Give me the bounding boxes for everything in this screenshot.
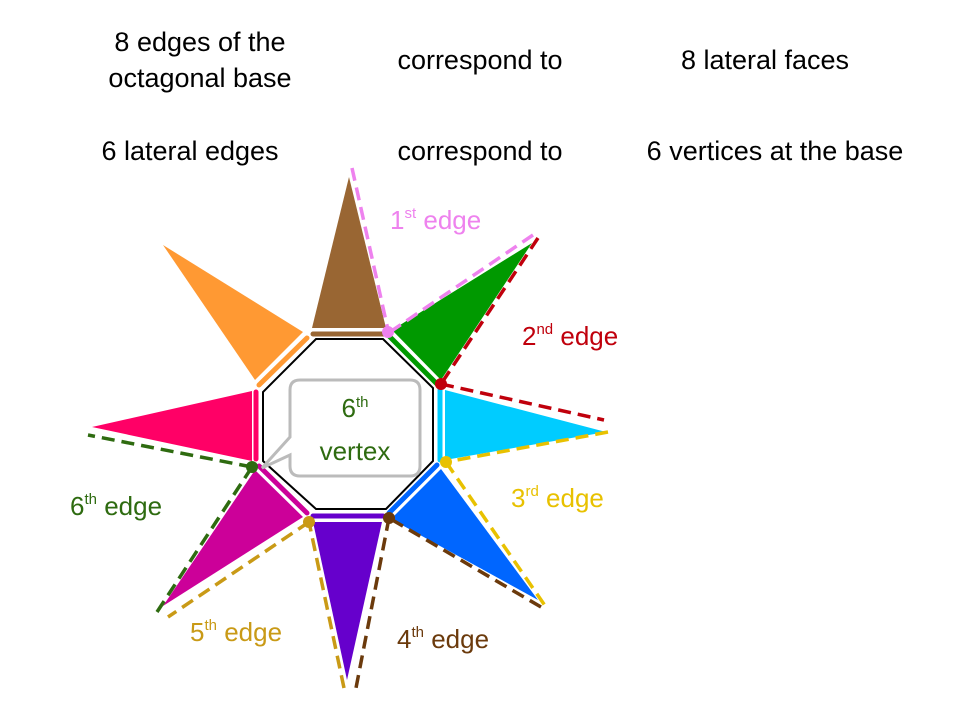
vertex-1-dot [382,326,394,338]
base-edge-top-right [386,333,440,387]
edge-label-2-sup: nd [536,321,553,338]
edge-label-1-sup: st [404,205,417,222]
edge-label-2-num: 2 [522,321,536,351]
edge3-dash-a [445,430,609,464]
face-bottom-right [391,469,538,600]
callout-sup: th [356,394,369,411]
edge2-dash-a [439,237,540,385]
vertex-4-dot [383,512,395,524]
header-lateral-faces: 8 lateral faces [680,45,850,75]
face-bottom [313,522,382,680]
edge-label-6-word: edge [97,491,162,521]
header-lateral-edges: 6 lateral edges [101,136,279,166]
callout-num: 6 [342,393,356,423]
vertex-6-dot [246,461,258,473]
edge-label-4-num: 4 [397,624,411,654]
face-right [445,390,606,460]
edge4-dash-a [388,516,542,609]
edge4-dash-b [354,517,391,689]
edge-label-4-sup: th [411,624,424,641]
edge-label-6-sup: th [84,491,97,508]
callout-line1: 6th [342,393,369,423]
edge6-dash-a [155,466,254,613]
edge-label-5-word: edge [217,617,282,647]
face-left [92,391,252,461]
base-edge-bottom-left [256,463,310,516]
edge-label-3-word: edge [539,483,604,513]
face-bottom-left [163,470,303,606]
header-base-edges-line2: octagonal base [108,63,292,93]
edge-label-3-sup: rd [525,483,538,500]
edge2-dash-b [440,382,605,422]
edge-label-2: 2nd edge [522,321,618,351]
header-base-edges: 8 edges of the octagonal base [70,24,330,96]
header-base-vertices: 6 vertices at the base [646,136,904,166]
edge-label-5-num: 5 [190,617,204,647]
edge-label-6: 6th edge [70,491,162,521]
edge-label-5-sup: th [204,617,217,634]
edge-label-3: 3rd edge [511,483,604,513]
base-edge-top-left [256,335,310,388]
vertex-callout-bubble [260,378,422,478]
face-top-right [392,243,532,380]
edge-label-1-word: edge [416,205,481,235]
header-base-edges-line1: 8 edges of the [114,27,286,57]
edge-label-1: 1st edge [390,205,481,235]
vertex-3-dot [440,456,452,468]
vertex-5-dot [303,516,315,528]
edge-label-4-word: edge [424,624,489,654]
edge-label-1-num: 1 [390,205,404,235]
edge5-dash-b [167,520,310,619]
edge-label-2-word: edge [553,321,618,351]
callout-line2: vertex [320,436,391,466]
edge6-dash-b [87,433,253,469]
vertex-2-dot [435,378,447,390]
header-correspond-1: correspond to [397,45,563,75]
face-top [312,177,386,328]
edge5-dash-a [307,521,346,689]
face-top-left [163,245,303,380]
edge-label-4: 4th edge [397,624,489,654]
edge3-dash-b [444,461,550,611]
edge1-dash-b [389,233,534,334]
edge1-dash-a [350,167,390,331]
edge-label-3-num: 3 [511,483,525,513]
edge-label-5: 5th edge [190,617,282,647]
edge-label-6-num: 6 [70,491,84,521]
header-correspond-2: correspond to [397,136,563,166]
base-edge-bottom-right [386,462,440,516]
